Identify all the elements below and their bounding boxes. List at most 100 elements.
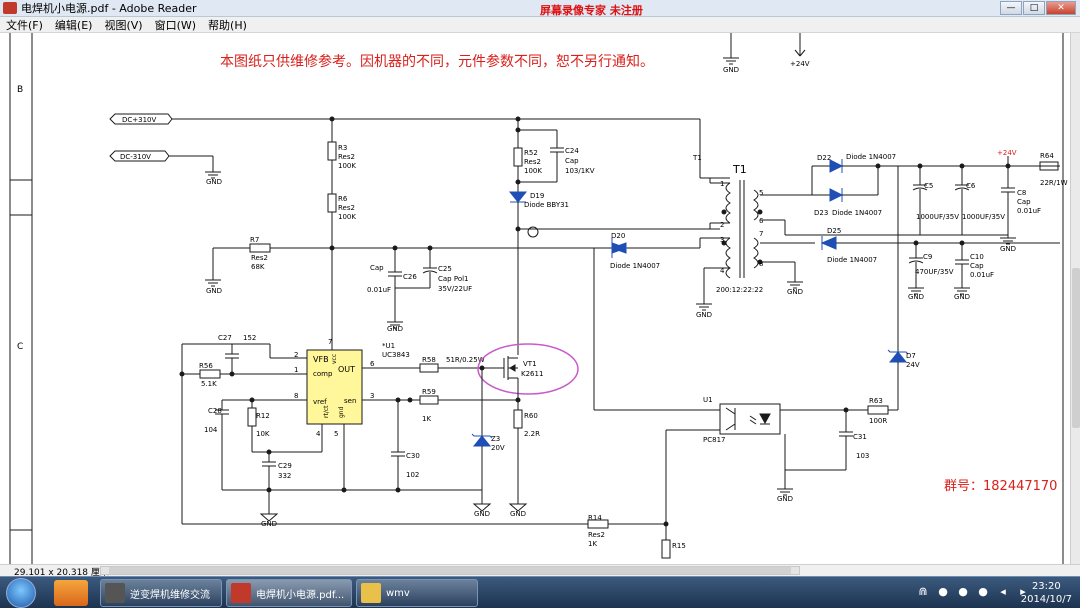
dc310n-label: DC-310V xyxy=(120,153,151,161)
qq-icon[interactable]: ● xyxy=(938,585,948,598)
horizontal-scroll-thumb[interactable] xyxy=(109,567,791,574)
vertical-scrollbar[interactable] xyxy=(1070,33,1080,564)
d25-diode xyxy=(820,236,837,250)
close-button[interactable]: ✕ xyxy=(1046,1,1076,15)
row-label-c: C xyxy=(17,342,23,352)
r52-resistor xyxy=(513,147,523,167)
u1-vref: vref xyxy=(313,398,327,406)
c27-name: C27 xyxy=(218,334,232,342)
wifi-icon[interactable]: ⋒ xyxy=(918,585,928,598)
vertical-scroll-thumb[interactable] xyxy=(1072,268,1080,428)
uc3843-chip xyxy=(306,349,363,425)
menu-help[interactable]: 帮助(H) xyxy=(208,18,247,32)
u1-vcc: vcc xyxy=(331,354,338,364)
z3-name: Z3 xyxy=(491,435,500,443)
gnd-label: GND xyxy=(777,495,793,503)
t1-name: T1 xyxy=(732,163,747,176)
d20-type: Diode 1N4007 xyxy=(610,262,660,270)
c25-name: C25 xyxy=(438,265,452,273)
z3-zener xyxy=(472,435,492,447)
menu-view[interactable]: 视图(V) xyxy=(104,18,143,32)
system-clock[interactable]: 23:20 2014/10/7 xyxy=(1021,580,1072,606)
r7-name: R7 xyxy=(250,236,259,244)
r14-value: 1K xyxy=(588,540,597,548)
r15-name: R15 xyxy=(672,542,686,550)
c26-name: C26 xyxy=(403,273,417,281)
group-number: 群号：182447170 xyxy=(944,479,1057,494)
taskbar-item-pdf[interactable]: 电焊机小电源.pdf... xyxy=(226,579,352,607)
folder-icon xyxy=(361,583,381,603)
taskbar-item-forum[interactable]: 逆变焊机维修交流 xyxy=(100,579,222,607)
r12-value: 10K xyxy=(256,430,270,438)
r64-name: R64 xyxy=(1040,152,1054,160)
c30-value: 102 xyxy=(406,471,419,479)
d23-name: D23 xyxy=(814,209,828,217)
r59-name: R59 xyxy=(422,388,436,396)
menu-bar: 文件(F) 编辑(E) 视图(V) 窗口(W) 帮助(H) xyxy=(0,17,1080,33)
taskbar-item-label: 电焊机小电源.pdf... xyxy=(256,589,345,601)
t1-ratio: 200:12:22:22 xyxy=(716,286,763,294)
r15-resistor xyxy=(661,539,671,559)
u1b-name: U1 xyxy=(703,396,713,404)
u1-pin: 5 xyxy=(334,430,338,438)
r63-resistor xyxy=(867,405,889,415)
menu-window[interactable]: 窗口(W) xyxy=(154,18,197,32)
horizontal-scrollbar[interactable] xyxy=(100,566,800,575)
gnd-label: GND xyxy=(206,178,222,186)
r14-type: Res2 xyxy=(588,531,605,539)
speaker-icon[interactable]: ◂ xyxy=(1000,585,1006,598)
c6-value: 1000UF/35V xyxy=(962,213,1005,221)
r52-type: Res2 xyxy=(524,158,541,166)
r52-value: 100K xyxy=(524,167,542,175)
registration-notice: 屏幕录像专家 未注册 xyxy=(540,4,643,17)
c29-value: 332 xyxy=(278,472,291,480)
d22-name: D22 xyxy=(817,154,831,162)
gnd-label: GND xyxy=(787,288,803,296)
menu-edit[interactable]: 编辑(E) xyxy=(54,18,93,32)
d19-type: Diode BBY31 xyxy=(524,201,569,209)
c28-name: C28 xyxy=(208,407,222,415)
r7-resistor xyxy=(249,243,271,253)
u1-comp: comp xyxy=(313,370,333,378)
clock-date: 2014/10/7 xyxy=(1020,594,1072,605)
gnd-label: GND xyxy=(908,293,924,301)
qq-icon[interactable]: ● xyxy=(978,585,988,598)
start-button[interactable] xyxy=(6,578,36,608)
c9-name: C9 xyxy=(923,253,932,261)
r60-name: R60 xyxy=(524,412,538,420)
u1-vfb: VFB xyxy=(313,355,329,364)
t1-pin: 6 xyxy=(759,217,764,225)
taskbar: 逆变焊机维修交流 电焊机小电源.pdf... wmv ⋒ ● ● ● ◂ ▸ 2… xyxy=(0,576,1080,608)
minimize-button[interactable]: — xyxy=(1000,1,1022,15)
title-bar: 电焊机小电源.pdf - Adobe Reader 屏幕录像专家 未注册 — □… xyxy=(0,0,1080,17)
qq-icon[interactable]: ● xyxy=(958,585,968,598)
d20-name: D20 xyxy=(611,232,625,240)
schematic-notice: 本图纸只供维修参考。因机器的不同，元件参数不同，恕不另行通知。 xyxy=(220,53,654,70)
c24-value: 103/1KV xyxy=(565,167,595,175)
gnd-label: GND xyxy=(696,311,712,319)
flag-icon[interactable]: ▸ xyxy=(1020,585,1026,598)
u1-out: OUT xyxy=(338,365,355,374)
d19-diode xyxy=(508,191,528,203)
maximize-button[interactable]: □ xyxy=(1023,1,1045,15)
r12-resistor xyxy=(247,407,257,427)
t1-pin: 4 xyxy=(720,267,725,275)
c25-value: 35V/22UF xyxy=(438,285,472,293)
r7-type: Res2 xyxy=(251,254,268,262)
menu-file[interactable]: 文件(F) xyxy=(6,18,43,32)
r3-value: 100K xyxy=(338,162,356,170)
r59-value: 1K xyxy=(422,415,431,423)
taskbar-item-label: 逆变焊机维修交流 xyxy=(130,589,210,601)
u1-pin: 6 xyxy=(370,360,375,368)
taskbar-item-folder[interactable]: wmv xyxy=(356,579,478,607)
clock-time: 23:20 xyxy=(1031,581,1061,592)
c27-value: 152 xyxy=(243,334,256,342)
r64-resistor xyxy=(1039,161,1059,171)
document-canvas[interactable]: B C 本图纸只供维修参考。因机器的不同，元件参数不同，恕不另行通知。 GND … xyxy=(0,33,1070,564)
t1-pin: 2 xyxy=(720,221,724,229)
c5-name: C5 xyxy=(924,182,933,190)
c26-value: 0.01uF xyxy=(367,286,391,294)
media-player-icon[interactable] xyxy=(54,580,88,606)
c26-type: Cap xyxy=(370,264,384,272)
c28-value: 104 xyxy=(204,426,218,434)
